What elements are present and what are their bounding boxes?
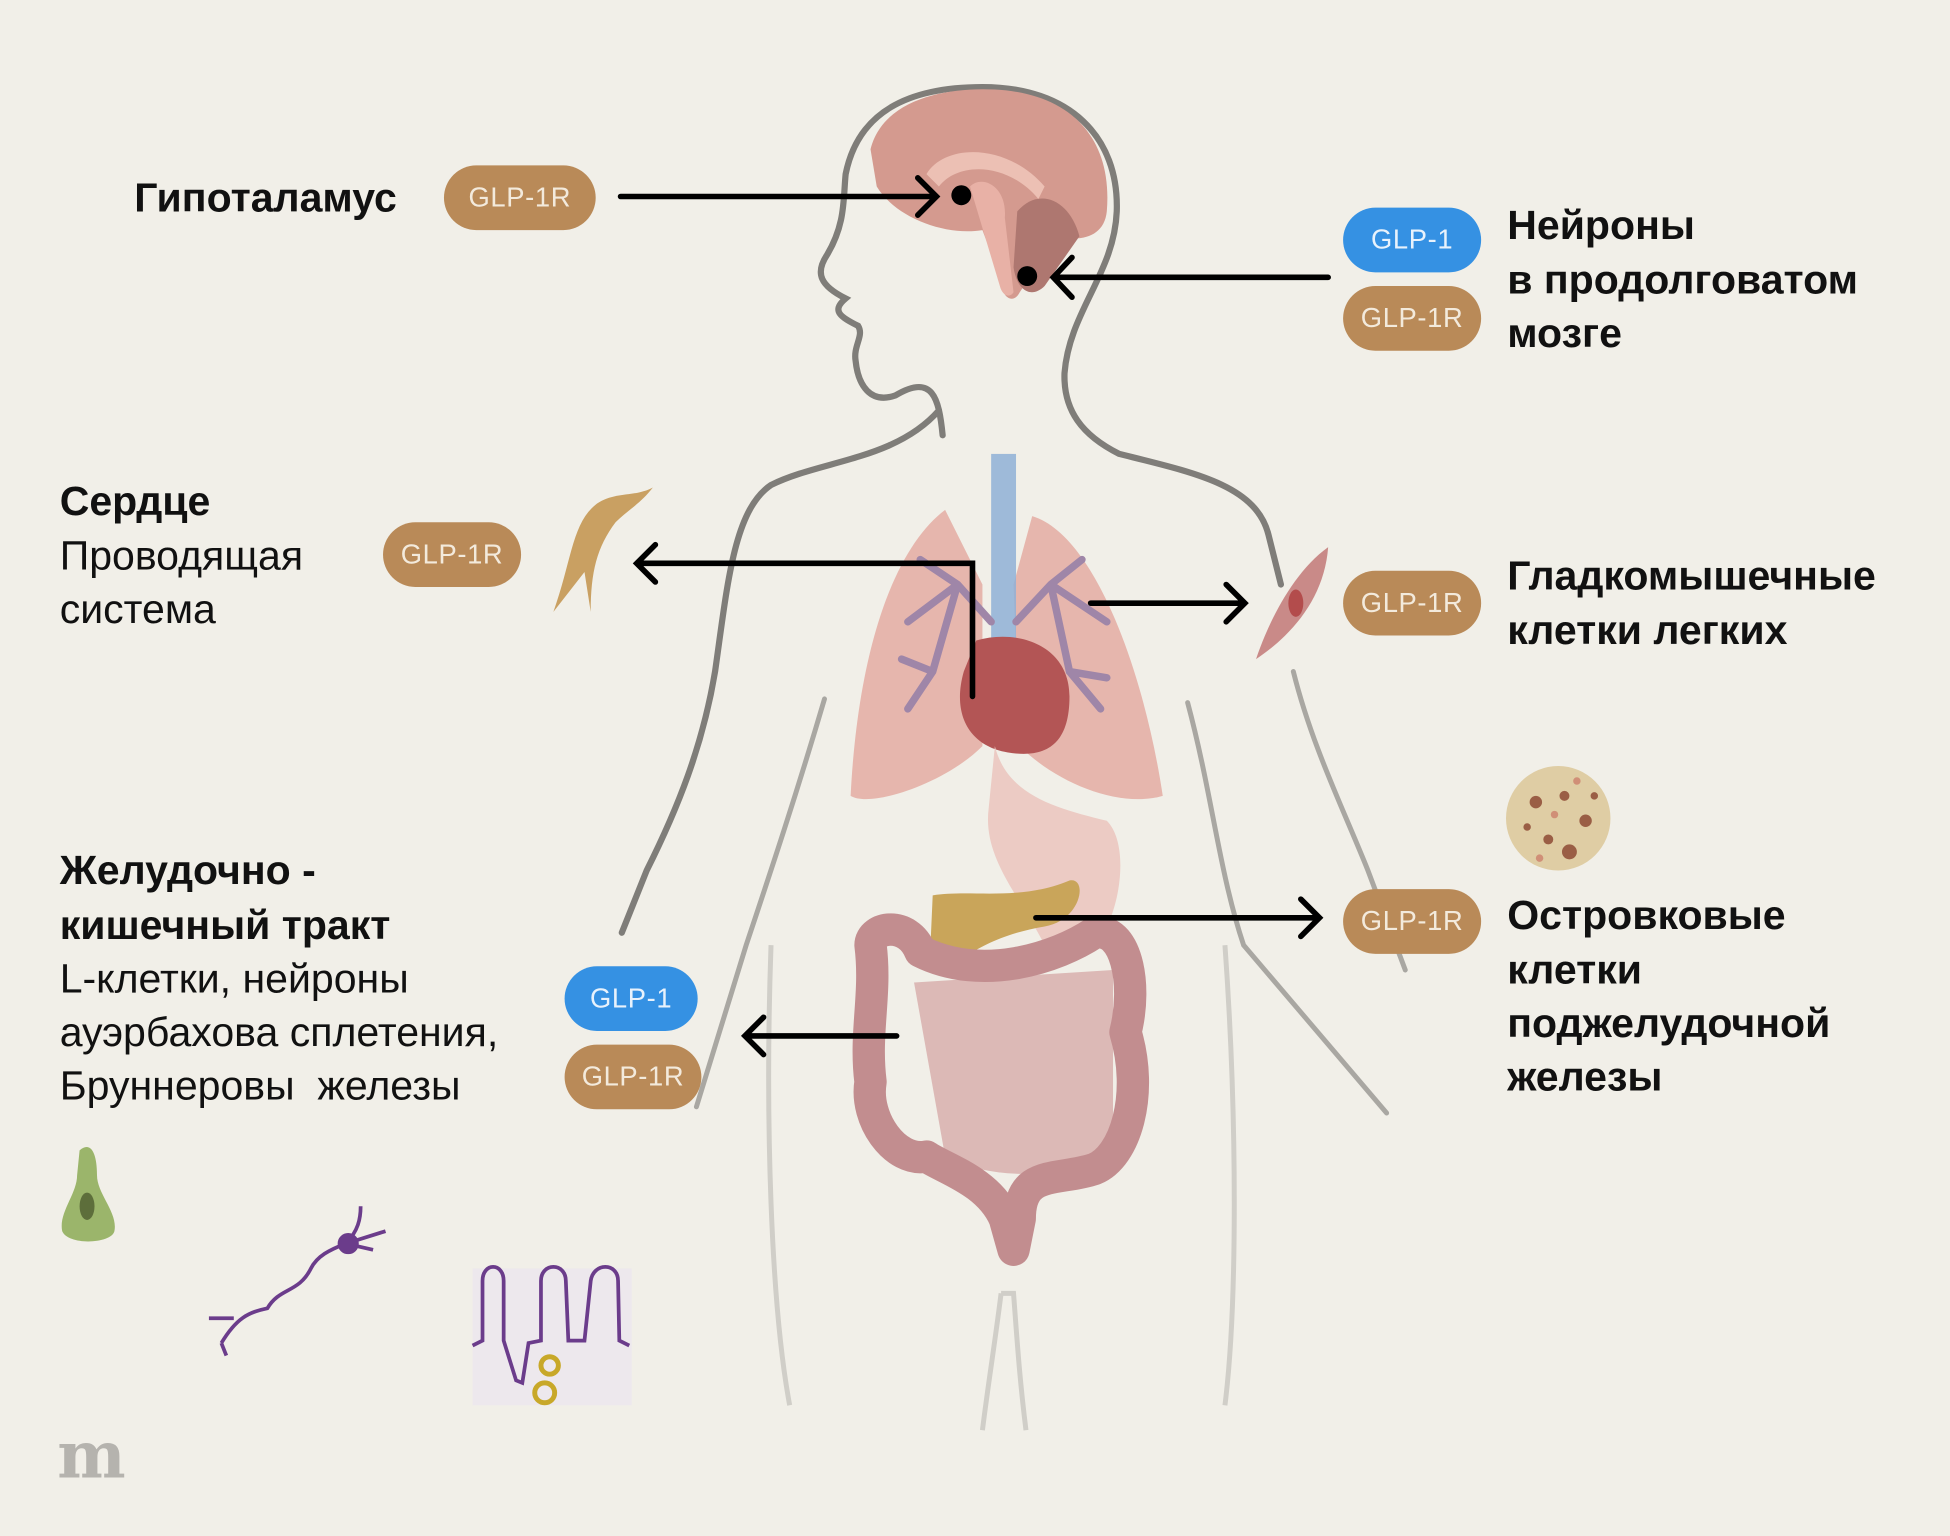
medulla-dot — [1017, 266, 1038, 287]
label-pancreas-line2: клетки — [1507, 946, 1642, 993]
arms-outline — [693, 669, 1408, 1116]
label-lungs-line2: клетки легких — [1507, 606, 1788, 653]
label-lungs-line1: Гладкомышечные — [1507, 552, 1876, 599]
brunner-glands-icon — [471, 1265, 632, 1406]
badge-glp1-medulla: GLP-1 — [1343, 207, 1482, 273]
digestive-system — [852, 746, 1149, 1266]
badge-glp1-gi: GLP-1 — [564, 966, 698, 1031]
label-heart-title: Сердце — [59, 477, 211, 524]
brain — [870, 89, 1108, 299]
label-pancreas-line3: поджелудочной — [1507, 999, 1831, 1046]
badge-glp1r-medulla: GLP-1R — [1343, 286, 1482, 351]
pancreatic-islet-icon — [1505, 766, 1611, 871]
arrow-hypothalamus — [617, 175, 941, 218]
label-gi-title1: Желудочно - — [59, 846, 316, 893]
legs-outline — [766, 944, 1237, 1431]
label-medulla-line2: в продолговатом — [1507, 256, 1858, 303]
label-hypothalamus: Гипоталамус — [134, 174, 397, 221]
hypothalamus-dot — [951, 185, 972, 206]
label-pancreas-line1: Островковые — [1507, 891, 1786, 938]
arrow-medulla — [1049, 254, 1331, 301]
arrow-lungs — [1087, 581, 1249, 625]
cardiac-conduction-cell-icon — [553, 487, 653, 612]
badge-glp1r-pancreas: GLP-1R — [1343, 889, 1482, 954]
label-pancreas-line4: железы — [1507, 1053, 1663, 1100]
label-heart-sub2: система — [59, 585, 216, 632]
publisher-logo: m — [57, 1417, 125, 1494]
lungs — [850, 453, 1163, 800]
arrow-pancreas — [1033, 896, 1324, 940]
label-gi-sub1: L-клетки, нейроны — [59, 955, 409, 1002]
badge-glp1r-gi: GLP-1R — [564, 1044, 702, 1110]
label-gi-title2: кишечный тракт — [59, 901, 391, 948]
badge-glp1r-heart: GLP-1R — [383, 522, 522, 587]
label-medulla-line1: Нейроны — [1507, 201, 1695, 248]
label-gi-sub3: Бруннеровы железы — [59, 1062, 461, 1109]
label-heart-sub1: Проводящая — [59, 532, 304, 579]
neuron-icon — [208, 1206, 387, 1357]
label-medulla-line3: мозге — [1507, 309, 1622, 356]
smooth-muscle-cell-icon — [1256, 547, 1329, 660]
label-gi-sub2: ауэрбахова сплетения, — [59, 1008, 499, 1055]
badge-glp1r-hypothalamus: GLP-1R — [443, 165, 596, 231]
arrow-heart — [632, 541, 976, 700]
badge-glp1r-lungs: GLP-1R — [1343, 570, 1482, 636]
l-cell-icon — [61, 1147, 115, 1242]
arrow-gi — [740, 1014, 900, 1058]
arrows — [617, 175, 1331, 1058]
